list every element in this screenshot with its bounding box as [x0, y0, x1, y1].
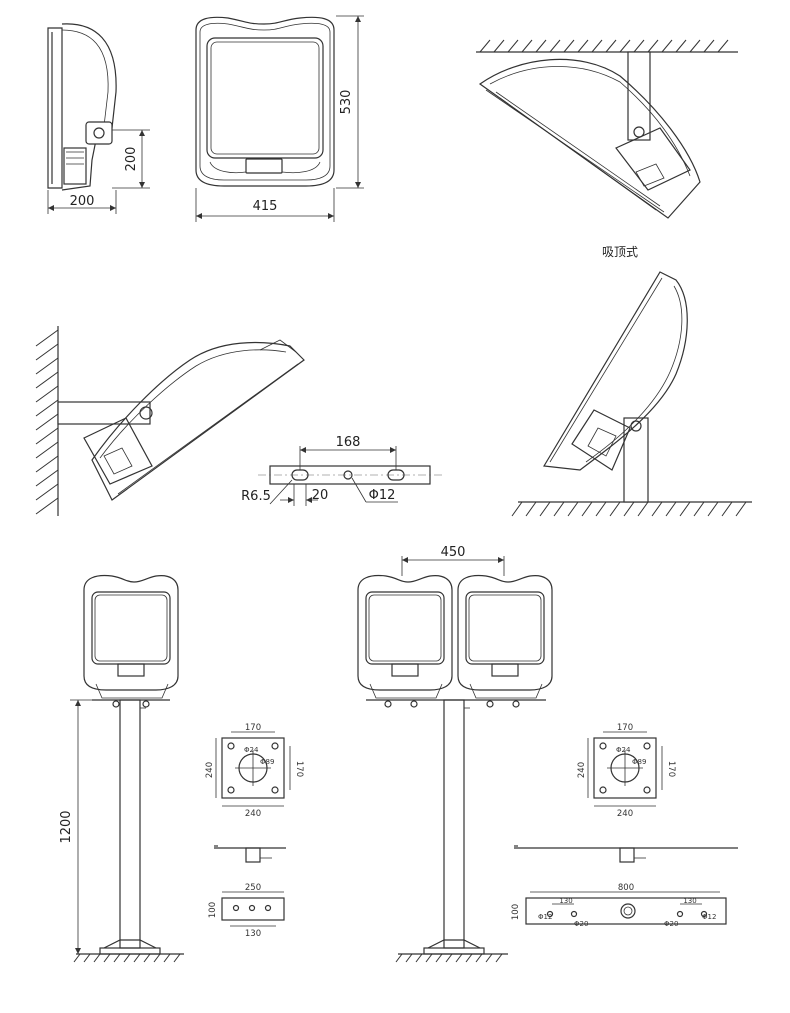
bracket-hole-dia: Φ12	[369, 488, 396, 503]
double-plate-left-dim: 240	[577, 762, 587, 778]
single-bracket-bottom-dim: 130	[245, 929, 261, 939]
bracket-slot-width: 20	[312, 488, 329, 503]
double-plate-top-dim: 170	[617, 723, 633, 733]
double-bracket-hole-r: Φ20	[664, 920, 678, 928]
side-width-dim: 200	[70, 194, 95, 209]
double-base-plate: 170 Φ24 Φ89 240 170 240	[577, 723, 676, 819]
double-bracket-right-dim: 130	[683, 897, 696, 905]
single-base-plate: 170 Φ24 Φ89 240 170 240	[205, 723, 304, 819]
double-bracket-hole-l2: Φ20	[574, 920, 588, 928]
wall-mount-view	[35, 326, 305, 516]
front-width-dim: 415	[253, 199, 278, 214]
double-plate-bottom-dim: 240	[617, 809, 633, 819]
bracket-detail: 168 20 R6.5 Φ12	[241, 435, 444, 506]
double-plate-right-dim: 170	[666, 761, 676, 777]
side-view: 200 200	[47, 23, 150, 214]
single-plate-right-dim: 170	[294, 761, 304, 777]
bracket-spacing-dim: 168	[336, 435, 361, 450]
single-bracket-top-dim: 250	[245, 883, 261, 893]
single-pole-view: 1200	[59, 574, 184, 963]
single-plate-bottom-dim: 240	[245, 809, 261, 819]
side-height-dim: 200	[124, 147, 139, 172]
single-plate-left-dim: 240	[205, 762, 215, 778]
single-bracket-side-dim: 100	[208, 902, 218, 918]
double-plate-hole-a: Φ24	[616, 746, 631, 754]
front-view: 415 530	[195, 15, 364, 222]
pole-height-dim: 1200	[59, 810, 74, 843]
double-bracket-hole-l: Φ12	[538, 913, 552, 921]
single-bracket-profile	[214, 845, 286, 863]
floor-mount-view	[511, 271, 752, 517]
single-bracket-plate: 250 100 130	[208, 883, 285, 939]
single-plate-hole-a: Φ24	[244, 746, 259, 754]
single-plate-top-dim: 170	[245, 723, 261, 733]
single-plate-hole-b: Φ89	[260, 758, 274, 766]
double-bracket-left-dim: 130	[559, 897, 572, 905]
bracket-slot-radius: R6.5	[241, 489, 271, 504]
double-bracket-profile	[514, 845, 738, 863]
double-bracket-hole-r2: Φ12	[702, 913, 716, 921]
front-height-dim: 530	[339, 90, 354, 115]
lamp-spacing-dim: 450	[441, 545, 466, 560]
double-plate-hole-b: Φ89	[632, 758, 646, 766]
double-pole-view: 450	[357, 545, 553, 963]
double-bracket-top-dim: 800	[618, 883, 634, 893]
ceiling-mount-caption: 吸顶式	[602, 245, 638, 259]
double-bracket-side-dim: 100	[511, 904, 521, 920]
ceiling-mount-view: 吸顶式	[476, 39, 738, 259]
double-bracket-plate: 800 130 130 Φ12 Φ20 Φ20 Φ12 100	[511, 883, 727, 928]
